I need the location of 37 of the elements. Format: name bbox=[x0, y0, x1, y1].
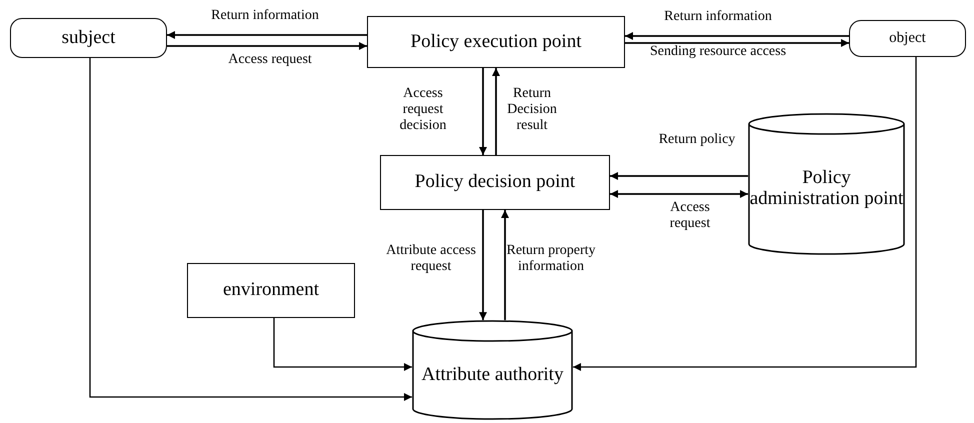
arrow bbox=[501, 210, 509, 320]
rounded-box bbox=[10, 18, 167, 58]
arrow bbox=[167, 31, 367, 39]
arrow bbox=[167, 42, 367, 50]
process-box bbox=[367, 16, 625, 68]
arrow bbox=[610, 190, 748, 198]
node-label: subject bbox=[62, 28, 116, 48]
node-label: object bbox=[889, 30, 926, 47]
rounded-box bbox=[849, 20, 966, 57]
node-label: Policy administration point bbox=[748, 168, 904, 210]
edge-label: Return property information bbox=[505, 243, 597, 276]
arrow bbox=[273, 318, 412, 371]
edge-label: Access request bbox=[227, 52, 313, 68]
process-box bbox=[187, 263, 355, 318]
node-label: environment bbox=[222, 280, 320, 301]
edge-label: Return information bbox=[210, 8, 320, 24]
edge-label: Return Decision result bbox=[506, 86, 558, 134]
database-cylinder bbox=[412, 320, 573, 420]
edge-label: Access request bbox=[668, 200, 712, 232]
node-label: Attribute authority bbox=[422, 364, 564, 386]
database-cylinder bbox=[748, 113, 905, 255]
arrow bbox=[625, 32, 849, 40]
arrow bbox=[610, 172, 748, 180]
arrow bbox=[625, 39, 849, 47]
arrow bbox=[89, 58, 412, 401]
arrow bbox=[492, 68, 500, 155]
arrow bbox=[479, 210, 487, 320]
edge-label: Sending resource access bbox=[648, 44, 788, 60]
edge-label: Return information bbox=[663, 9, 773, 26]
edge-label: Return policy bbox=[658, 132, 736, 148]
edge-label: Access request decision bbox=[398, 86, 448, 134]
process-box bbox=[380, 155, 610, 210]
node-label: Policy execution point bbox=[410, 32, 582, 52]
arrow bbox=[479, 68, 487, 155]
node-label: Policy decision point bbox=[414, 172, 576, 193]
edge-label: Attribute access request bbox=[386, 243, 476, 276]
arrow bbox=[573, 57, 917, 371]
